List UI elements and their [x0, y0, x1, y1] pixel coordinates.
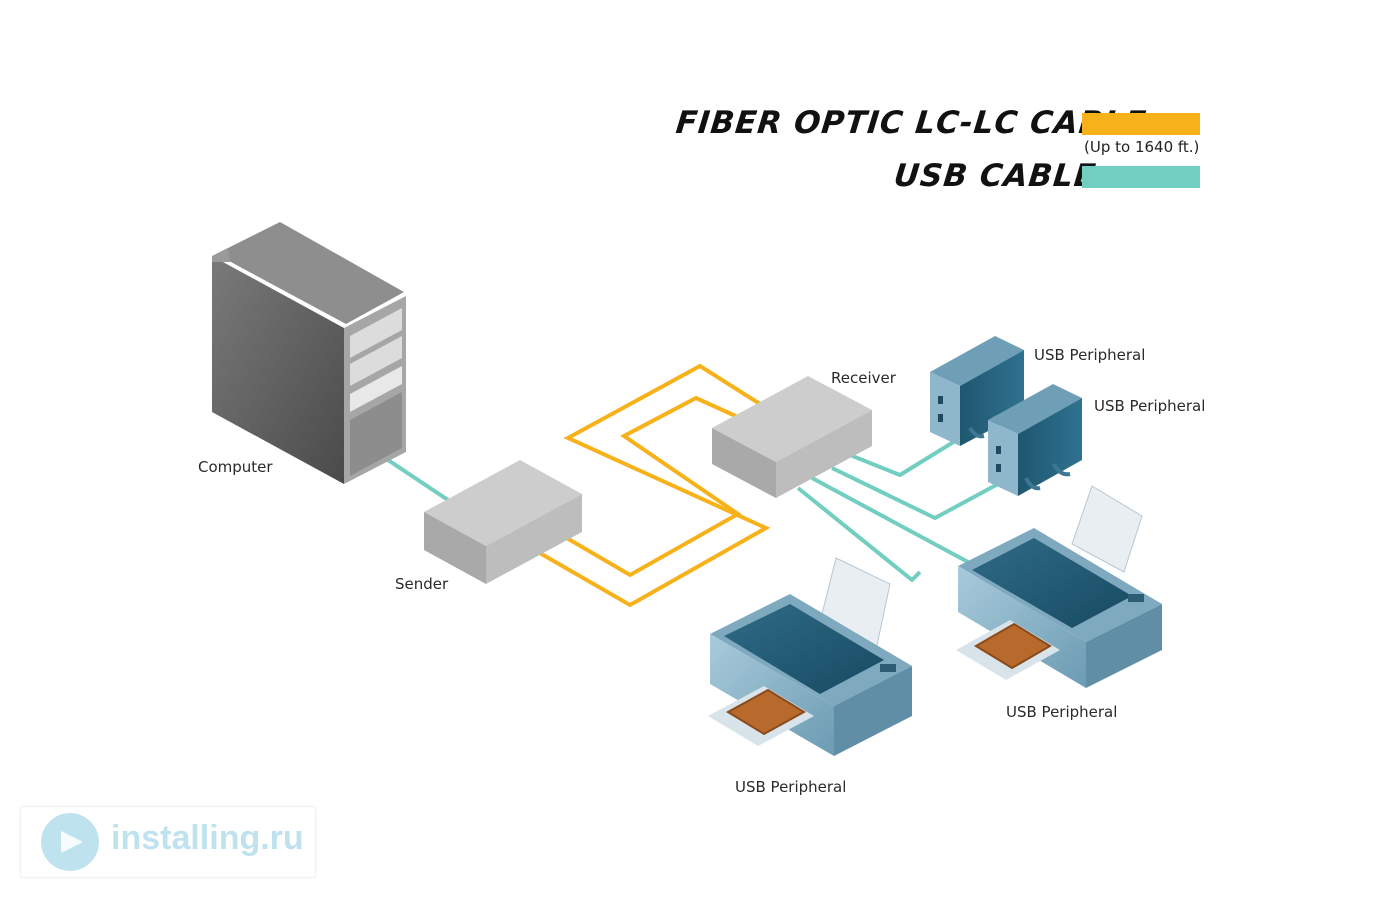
usb-cables — [383, 436, 999, 582]
fiber-cables — [537, 363, 771, 608]
receiver-label: Receiver — [831, 369, 896, 387]
receiver-box — [712, 376, 872, 498]
computer-tower — [212, 222, 406, 484]
usb-cable-computer-sender — [383, 456, 450, 502]
usb-cable-receiver-peripheral-3 — [811, 476, 969, 564]
watermark-badge: installing.ru — [20, 806, 316, 878]
legend-usb-title: USB CABLE — [892, 158, 1099, 194]
legend-usb-swatch — [1082, 166, 1200, 188]
usb-peripheral-1-label: USB Peripheral — [1034, 346, 1146, 364]
computer-label: Computer — [198, 458, 273, 476]
usb-peripheral-drive-1 — [930, 336, 1024, 446]
usb-peripheral-printer-right — [956, 485, 1162, 688]
fiber-cable-inner — [563, 395, 742, 578]
watermark-logo-icon — [41, 813, 99, 871]
usb-peripheral-4-label: USB Peripheral — [735, 778, 847, 796]
legend-fiber-note: (Up to 1640 ft.) — [1084, 138, 1200, 156]
usb-cable-receiver-peripheral-4 — [796, 486, 922, 582]
usb-peripheral-3-label: USB Peripheral — [1006, 703, 1118, 721]
usb-peripheral-printer-left — [708, 557, 912, 756]
usb-cable-receiver-peripheral-2 — [831, 466, 999, 520]
sender-box — [424, 460, 582, 584]
watermark-text: installing.ru — [111, 819, 304, 857]
legend-fiber-title: FIBER OPTIC LC-LC CABLE — [674, 105, 1149, 141]
legend-fiber-swatch — [1082, 113, 1200, 135]
usb-peripheral-2-label: USB Peripheral — [1094, 397, 1206, 415]
usb-peripheral-drive-2 — [988, 384, 1082, 496]
sender-label: Sender — [395, 575, 449, 593]
fiber-cable-outer — [537, 363, 771, 608]
usb-cable-receiver-peripheral-1 — [849, 436, 962, 477]
